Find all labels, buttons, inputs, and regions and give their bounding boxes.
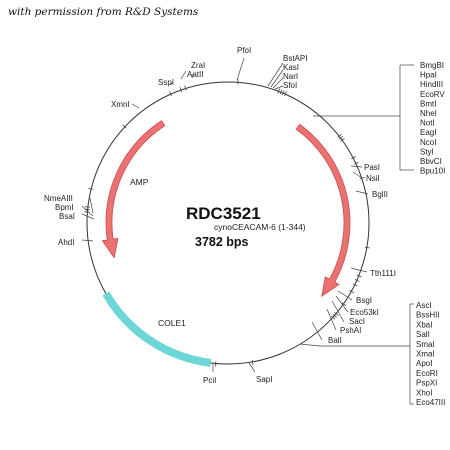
permission-note: with permission from R&D Systems <box>8 6 199 18</box>
mcs-site-label: EagI <box>420 128 436 137</box>
site-tick <box>332 313 337 318</box>
plasmid-name: RDC3521 <box>186 204 261 223</box>
site-label: BpmI <box>55 203 74 212</box>
mcs-site-label: StyI <box>420 147 434 156</box>
site-label: AhdI <box>58 238 74 247</box>
site-tick <box>341 302 347 306</box>
site-tick <box>88 187 94 190</box>
site-tick <box>169 91 172 97</box>
site-label: PciI <box>203 376 216 385</box>
site-tick <box>352 283 358 287</box>
mcs-top-list: BmgBIHpaIHindIIIEcoRVBmtINheINotIEagINco… <box>420 61 445 176</box>
mcs-site-label: BbvCI <box>420 157 442 166</box>
cole1-feature <box>102 291 212 367</box>
mcs-site-label: BmgBI <box>420 61 444 70</box>
site-tick <box>349 290 355 294</box>
cole1-label: COLE1 <box>158 318 186 328</box>
site-label: BsaI <box>59 212 75 221</box>
site-label: NsiI <box>366 174 380 183</box>
site-label: PshAI <box>340 326 361 335</box>
site-tick <box>84 206 90 208</box>
mcs-bottom-list: AscIBssHIIXbaISalISmaIXmaIApoIEcoRIPspXI… <box>416 301 445 407</box>
site-label: NarI <box>283 72 298 81</box>
site-label: SacI <box>349 317 365 326</box>
site-label: ZraI <box>191 61 205 70</box>
mcs-site-label: XbaI <box>416 320 432 329</box>
site-label: NmeAIII <box>44 194 73 203</box>
site-labels: ZraI AatII PfoI BstAPI KasI NarI SfoI Ss… <box>44 46 396 385</box>
mcs-site-label: HpaI <box>420 71 437 80</box>
site-tick <box>354 279 360 282</box>
mcs-site-label: AscI <box>416 301 432 310</box>
mcs-site-label: XhoI <box>416 388 432 397</box>
site-tick <box>179 87 182 93</box>
amp-label: AMP <box>130 177 149 187</box>
mcs-site-label: Eco47III <box>416 398 445 407</box>
mcs-site-label: BssHII <box>416 311 440 320</box>
mcs-site-label: SmaI <box>416 340 435 349</box>
amp-arrow-shape <box>101 120 166 259</box>
site-tick <box>351 156 356 160</box>
site-tick <box>331 315 336 320</box>
site-label: SspI <box>158 78 174 87</box>
insert-arrow <box>295 123 351 298</box>
site-tick <box>279 89 283 95</box>
site-label: AatII <box>187 70 203 79</box>
site-label: SfoI <box>283 81 297 90</box>
site-tick <box>334 312 339 316</box>
site-label: PasI <box>364 163 380 172</box>
mcs-site-label: NotI <box>420 119 435 128</box>
amp-arrow <box>101 120 166 259</box>
mcs-site-label: ApoI <box>416 359 432 368</box>
plasmid-backbone <box>86 81 370 365</box>
mcs-site-label: EcoRV <box>420 90 445 99</box>
site-tick <box>184 85 187 91</box>
site-ticks <box>84 79 370 367</box>
mcs-site-label: SalI <box>416 330 430 339</box>
plasmid-insert: cynoCEACAM-6 (1-344) <box>214 222 306 232</box>
mcs-site-label: NheI <box>420 109 437 118</box>
site-tick <box>277 88 280 94</box>
site-tick <box>281 90 285 96</box>
mcs-site-label: HindIII <box>420 80 443 89</box>
insert-arrow-shape <box>295 123 351 298</box>
site-tick <box>359 176 365 180</box>
site-label: XmnI <box>111 100 130 109</box>
site-label: BglII <box>372 190 388 199</box>
site-label: BsgI <box>356 296 372 305</box>
site-label: Tth111I <box>370 269 396 278</box>
site-tick <box>122 124 127 129</box>
mcs-site-label: EcoRI <box>416 369 438 378</box>
site-tick <box>353 161 359 165</box>
leader-lines <box>81 57 414 405</box>
site-label: Eco53kI <box>350 308 379 317</box>
site-tick <box>364 246 370 249</box>
mcs-site-label: BmtI <box>420 99 436 108</box>
site-tick <box>251 359 254 365</box>
site-tick <box>337 134 342 138</box>
site-label: BalI <box>328 336 342 345</box>
site-tick <box>338 136 344 140</box>
site-label: PfoI <box>237 46 251 55</box>
site-tick <box>284 91 287 97</box>
mcs-site-label: Bpu10I <box>420 167 445 176</box>
site-label: SapI <box>256 375 272 384</box>
plasmid-size: 3782 bps <box>195 235 249 249</box>
site-tick <box>356 274 362 278</box>
site-label: BstAPI <box>283 54 307 63</box>
site-tick <box>340 138 345 142</box>
site-label: KasI <box>283 63 299 72</box>
mcs-site-label: PspXI <box>416 379 437 388</box>
mcs-site-label: XmaI <box>416 350 435 359</box>
mcs-site-label: NcoI <box>420 138 436 147</box>
